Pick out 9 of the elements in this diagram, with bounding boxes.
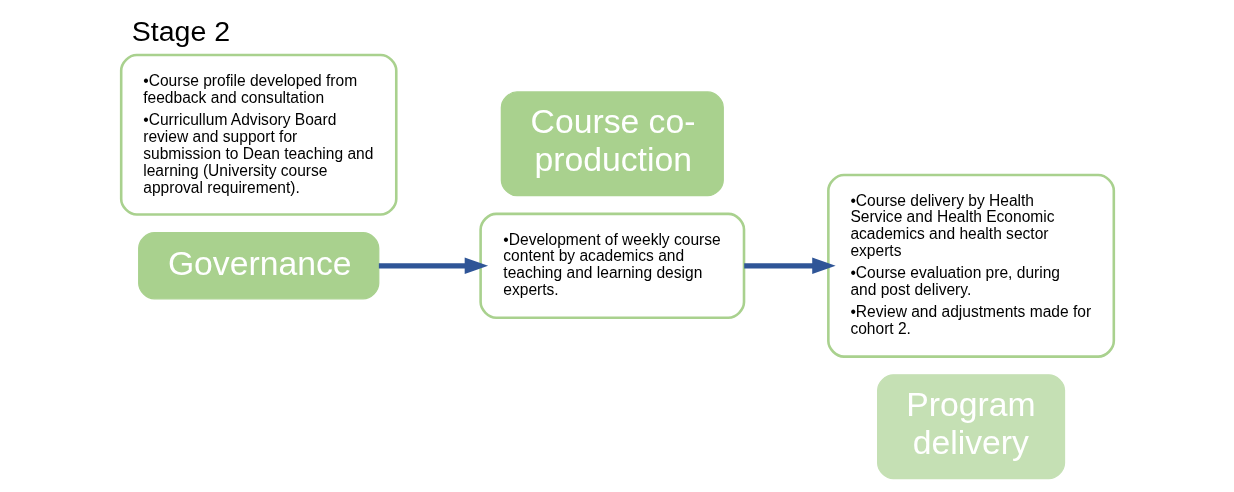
node-box: •Course profile developed from feedback and consultation •Curricullum Advisory Board review and support for submission to Dean teaching and learning (University course approval requirement). — [119, 53, 398, 216]
arrow — [743, 257, 836, 274]
node-box: Program delivery — [876, 374, 1065, 480]
node-box: Course co-production — [500, 91, 724, 197]
diagram-title: Stage 2 — [131, 15, 230, 48]
node-box: Governance — [137, 232, 379, 300]
node-box: •Course delivery by Health Service and Health Economic academics and health sector experts •Course evaluation pre, during and post delivery. •Review and adjustments made for cohort 2. — [826, 173, 1115, 358]
arrow — [378, 257, 488, 274]
node-box: •Development of weekly course content by academics and teaching and learning design experts. — [478, 212, 745, 319]
